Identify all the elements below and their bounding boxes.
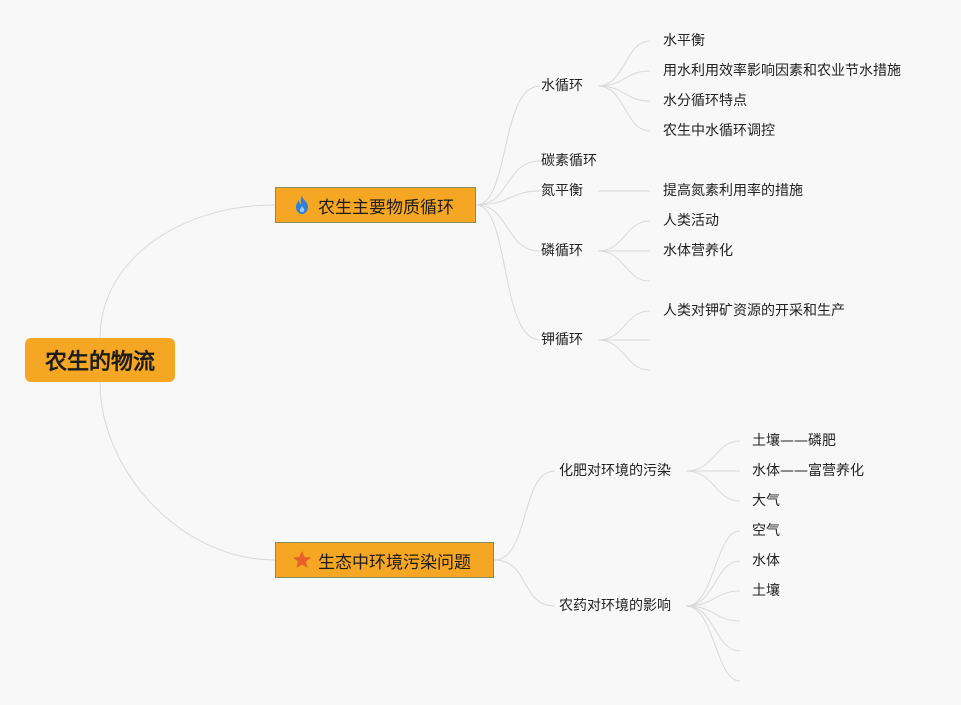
link-pest-3 <box>685 590 741 607</box>
node-water-item[interactable]: 农生中水循环调控 <box>663 123 775 139</box>
link-water-4 <box>597 85 651 132</box>
node-pesticide-item[interactable]: 水体 <box>752 553 780 569</box>
link-pest-1 <box>685 530 741 607</box>
link-potassium-3 <box>597 339 651 371</box>
node-potassium-item[interactable]: 人类对钾矿资源的开采和生产 <box>663 303 845 319</box>
node-fertilizer-item[interactable]: 土壤——磷肥 <box>752 433 836 449</box>
node-phosphorus-item[interactable]: 人类活动 <box>663 213 719 229</box>
fire-icon <box>292 195 312 215</box>
node-water-item[interactable]: 水平衡 <box>663 33 705 49</box>
link-b1-water <box>475 85 541 206</box>
link-water-3 <box>597 85 651 102</box>
link-water-2 <box>597 70 651 87</box>
node-phosphorus-item[interactable]: 水体营养化 <box>663 243 733 259</box>
branch-material-cycle-label: 农生主要物质循环 <box>318 197 454 218</box>
node-fertilizer-pollution[interactable]: 化肥对环境的污染 <box>559 463 671 479</box>
link-pest-5 <box>685 605 741 652</box>
link-fert-3 <box>685 470 741 502</box>
link-b1-phosphorus <box>475 204 541 252</box>
node-pesticide-item[interactable]: 土壤 <box>752 583 780 599</box>
node-phosphorus-cycle[interactable]: 磷循环 <box>541 243 583 259</box>
node-pesticide-impact[interactable]: 农药对环境的影响 <box>559 598 671 614</box>
link-pest-2 <box>685 560 741 607</box>
link-b2-fertilizer <box>493 470 556 561</box>
branch-environment-pollution-label: 生态中环境污染问题 <box>318 552 471 573</box>
link-b1-potassium <box>475 204 541 341</box>
link-potassium-1 <box>597 310 651 341</box>
star-icon <box>292 550 312 570</box>
link-root-branch1 <box>99 204 276 339</box>
node-water-item[interactable]: 用水利用效率影响因素和农业节水措施 <box>663 63 901 79</box>
node-potassium-cycle[interactable]: 钾循环 <box>541 332 583 348</box>
node-nitrogen-balance[interactable]: 氮平衡 <box>541 183 583 199</box>
link-pest-4 <box>685 605 741 622</box>
link-root-branch2 <box>99 381 276 561</box>
node-carbon-cycle[interactable]: 碳素循环 <box>541 153 597 169</box>
root-node[interactable]: 农生的物流 <box>25 338 175 382</box>
node-nitrogen-item[interactable]: 提高氮素利用率的措施 <box>663 183 803 199</box>
link-pest-6 <box>685 605 741 682</box>
branch-environment-pollution[interactable]: 生态中环境污染问题 <box>275 542 494 578</box>
link-fert-1 <box>685 440 741 472</box>
node-fertilizer-item[interactable]: 水体——富营养化 <box>752 463 864 479</box>
node-fertilizer-item[interactable]: 大气 <box>752 493 780 509</box>
link-water-1 <box>597 40 651 87</box>
link-b1-carbon <box>475 160 541 206</box>
branch-material-cycle[interactable]: 农生主要物质循环 <box>275 187 476 223</box>
link-phosphorus-1 <box>597 220 651 252</box>
link-b1-nitrogen <box>475 190 541 206</box>
link-b2-pesticide <box>493 559 556 607</box>
node-water-cycle[interactable]: 水循环 <box>541 78 583 94</box>
node-water-item[interactable]: 水分循环特点 <box>663 93 747 109</box>
node-pesticide-item[interactable]: 空气 <box>752 523 780 539</box>
link-phosphorus-3 <box>597 250 651 282</box>
